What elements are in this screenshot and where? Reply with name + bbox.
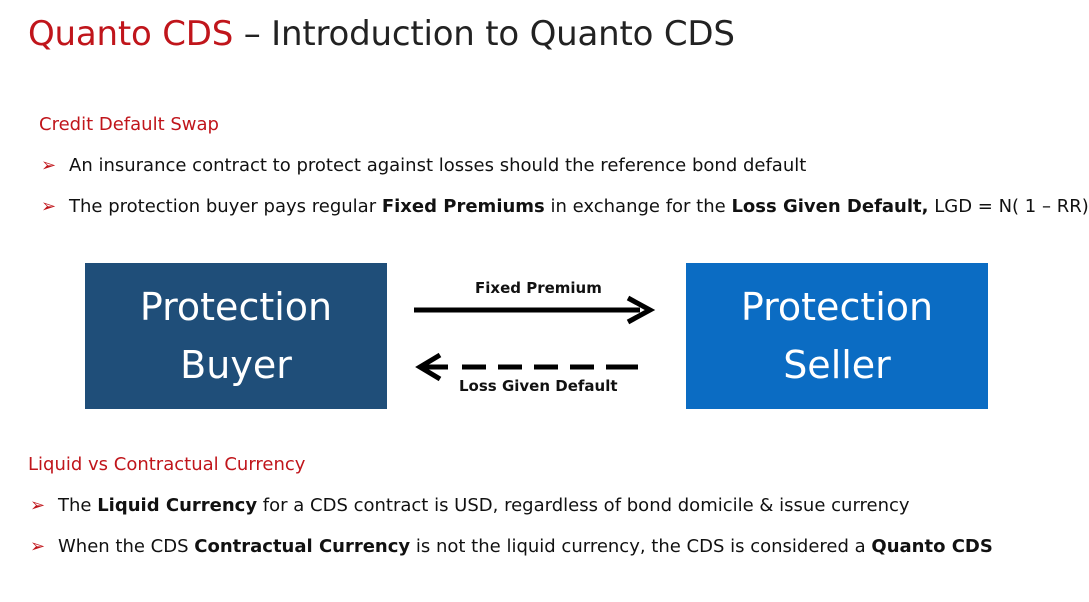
bullet-text: When the CDS (58, 536, 195, 557)
slide: Quanto CDS – Introduction to Quanto CDS … (28, 14, 1089, 576)
bullet-bold: Liquid Currency (97, 495, 258, 516)
flow-arrows (414, 295, 656, 382)
arrowhead-bullet-icon: ➢ (30, 495, 46, 516)
fixed-premium-arrow-icon (414, 295, 656, 325)
loss-given-default-arrow-icon (415, 352, 638, 382)
bullet-bold: Quanto CDS (871, 536, 993, 557)
list-item: ➢ An insurance contract to protect again… (41, 154, 1089, 195)
arrowhead-bullet-icon: ➢ (30, 536, 46, 557)
loss-given-default-label: Loss Given Default (459, 377, 618, 395)
section-heading-currency: Liquid vs Contractual Currency (28, 454, 306, 475)
title-rest: – Introduction to Quanto CDS (233, 14, 735, 54)
page-title: Quanto CDS – Introduction to Quanto CDS (28, 14, 735, 54)
seller-line-2: Seller (783, 343, 891, 387)
bullet-text: in exchange for the (544, 196, 732, 217)
protection-buyer-box: Protection Buyer (85, 263, 387, 409)
arrowhead-bullet-icon: ➢ (41, 155, 57, 176)
bullet-text: The (58, 495, 98, 516)
bullet-bold: Contractual Currency (194, 536, 411, 557)
list-item: ➢ The Liquid Currency for a CDS contract… (30, 494, 993, 535)
seller-line-1: Protection (740, 285, 934, 329)
section-heading-cds: Credit Default Swap (39, 114, 219, 135)
list-item: ➢ When the CDS Contractual Currency is n… (30, 535, 993, 576)
fixed-premium-label: Fixed Premium (475, 279, 602, 297)
bullet-text: for a CDS contract is USD, regardless of… (257, 495, 910, 516)
bullet-text: is not the liquid currency, the CDS is c… (410, 536, 872, 557)
bullet-text: The protection buyer pays regular (69, 196, 382, 217)
bullet-text: LGD = N( 1 – RR) (928, 196, 1089, 217)
list-item: ➢ The protection buyer pays regular Fixe… (41, 195, 1089, 236)
bullet-list-currency: ➢ The Liquid Currency for a CDS contract… (30, 494, 993, 576)
bullet-list-cds: ➢ An insurance contract to protect again… (41, 154, 1089, 236)
bullet-text: An insurance contract to protect against… (69, 155, 807, 176)
protection-seller-box: Protection Seller (686, 263, 988, 409)
buyer-line-2: Buyer (180, 343, 292, 387)
title-accent: Quanto CDS (28, 14, 234, 54)
arrowhead-bullet-icon: ➢ (41, 196, 57, 217)
bullet-bold: Fixed Premiums (381, 196, 545, 217)
buyer-line-1: Protection (139, 285, 333, 329)
bullet-bold: Loss Given Default, (731, 196, 929, 217)
